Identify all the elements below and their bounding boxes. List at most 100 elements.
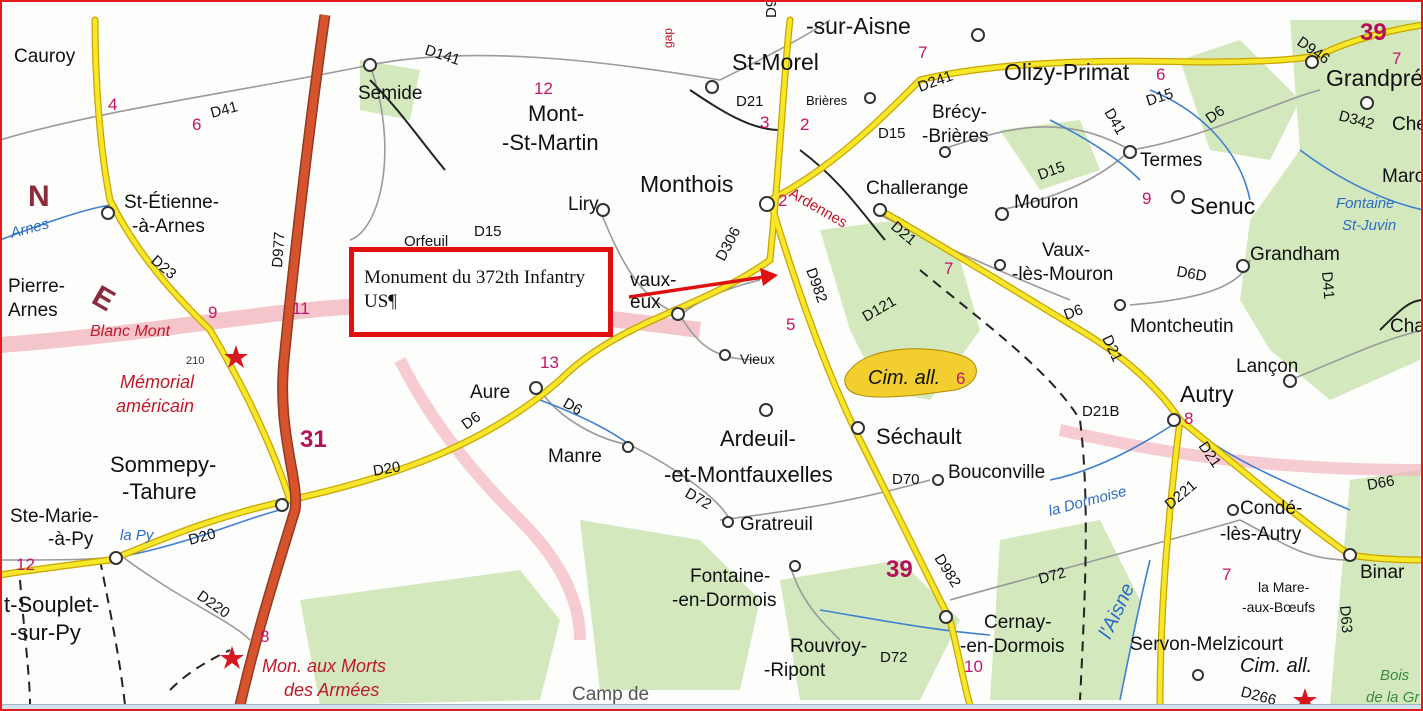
town-label: Grandpré — [1326, 65, 1423, 91]
monument-callout-box: Monument du 372th Infantry US¶ — [349, 247, 613, 337]
town-label: Ste-Marie- — [10, 506, 99, 527]
town-label: -sur-Aisne — [806, 13, 911, 39]
water-label: St-Juvin — [1342, 217, 1396, 234]
distance-number: 2 — [778, 191, 787, 210]
landmark-label: des Armées — [284, 680, 379, 700]
town-label: Senuc — [1190, 193, 1255, 219]
water-label: Fontaine — [1336, 195, 1394, 212]
town-label: Mouron — [1014, 192, 1078, 213]
landmark-label: Mon. aux Morts — [262, 656, 386, 676]
landmark-label: américain — [116, 396, 194, 416]
town-label: -et-Montfauxelles — [664, 462, 833, 487]
town-label: -sur-Py — [10, 620, 81, 645]
town-label: t-Souplet- — [4, 592, 99, 617]
town-label: Olizy-Primat — [1004, 59, 1130, 85]
town-label: Gratreuil — [740, 514, 813, 535]
road-label: D20 — [187, 525, 218, 549]
distance-number: 7 — [1222, 565, 1231, 584]
town-label: Ardeuil- — [720, 426, 796, 451]
town-label: St-Morel — [732, 49, 819, 75]
water-label: la Py — [120, 527, 155, 544]
town-label: Chat — [1390, 316, 1423, 337]
town-label: Vaux- — [1042, 240, 1090, 261]
town-label: Marc — [1382, 166, 1423, 187]
road-label: D41 — [1318, 271, 1337, 300]
railway-and-dark-roads — [369, 79, 1423, 331]
road-label: D15 — [878, 125, 906, 142]
town-label: Aure — [470, 382, 510, 403]
town-label: -en-Dormois — [672, 590, 777, 611]
town-label: Challerange — [866, 178, 968, 199]
town-label: Bouconville — [948, 462, 1045, 483]
route-number: 39 — [886, 556, 913, 583]
landmark-label: Mémorial — [120, 372, 195, 392]
town-label: Semide — [358, 83, 422, 104]
town-label: -à-Py — [48, 529, 94, 550]
town-label: Autry — [1180, 381, 1234, 407]
road-label: D977 — [269, 231, 288, 268]
town-label: Cernay- — [984, 612, 1052, 633]
town-label: Arnes — [8, 300, 58, 321]
distance-number: 8 — [260, 627, 269, 646]
town-label: Servon-Melzicourt — [1130, 634, 1284, 655]
road-label: D72 — [880, 649, 908, 666]
distance-number: 7 — [944, 259, 953, 278]
town-label: Camp de — [572, 684, 649, 705]
water-label: Bois — [1380, 667, 1410, 684]
town-label: Che — [1392, 114, 1423, 135]
landmark-label: Cim. all. — [1240, 655, 1312, 677]
water-label: de la Gr — [1366, 689, 1420, 706]
distance-number: 5 — [786, 315, 795, 334]
town-label: -lès-Autry — [1220, 524, 1302, 545]
town-label: Mont- — [528, 101, 584, 126]
town-label: Liry — [568, 194, 599, 215]
distance-number: 12 — [534, 79, 553, 98]
distance-number: 9 — [208, 303, 217, 322]
distance-number: 3 — [760, 113, 769, 132]
town-label: Pierre- — [8, 276, 65, 297]
town-label: Sommepy- — [110, 452, 216, 477]
town-label: Fontaine- — [690, 566, 770, 587]
town-label: Vieux — [740, 351, 775, 367]
town-label: la Mare- — [1258, 579, 1310, 595]
route-number: 39 — [1360, 19, 1387, 46]
road-label: D21 — [736, 93, 764, 110]
distance-number: 7 — [1392, 49, 1401, 68]
distance-number: 13 — [540, 353, 559, 372]
town-label: Termes — [1140, 150, 1202, 171]
landmark-label: Blanc Mont — [90, 323, 171, 340]
town-label: Brières — [806, 93, 848, 108]
town-label: vaux- — [630, 270, 676, 291]
town-label: -en-Dormois — [960, 636, 1065, 657]
town-label: Séchault — [876, 424, 962, 449]
road-label: D72 — [1037, 564, 1068, 588]
distance-number: 10 — [964, 657, 983, 676]
distance-number: 210 — [186, 355, 204, 367]
bottom-taskbar-strip — [0, 704, 1423, 711]
town-label: Monthois — [640, 171, 733, 197]
town-label: Orfeuil — [404, 233, 448, 250]
town-markers — [101, 28, 1374, 681]
road-label: D9 — [763, 0, 780, 18]
distance-number: 8 — [1184, 409, 1193, 428]
callout-text: Monument du 372th Infantry US¶ — [364, 267, 586, 312]
dashed-boundaries — [19, 269, 1087, 706]
forest-areas — [300, 20, 1420, 705]
distance-number: 2 — [800, 115, 809, 134]
road-label: D66 — [1366, 472, 1396, 494]
road-label: D21B — [1082, 403, 1120, 420]
town-label: -St-Martin — [502, 130, 599, 155]
distance-number: 6 — [192, 115, 201, 134]
road-label: D41 — [209, 98, 240, 122]
distance-number: 7 — [918, 43, 927, 62]
distance-number: 9 — [1142, 189, 1151, 208]
route-number: 31 — [300, 426, 327, 453]
town-label: -Ripont — [764, 660, 826, 681]
town-label: -Brières — [922, 126, 989, 147]
town-label: eux — [630, 292, 661, 313]
road-label: D6 — [1062, 301, 1086, 324]
town-label: Binar — [1360, 562, 1405, 583]
road-label: D6D — [1175, 263, 1208, 285]
landmark-label: Cim. all. — [868, 367, 940, 389]
